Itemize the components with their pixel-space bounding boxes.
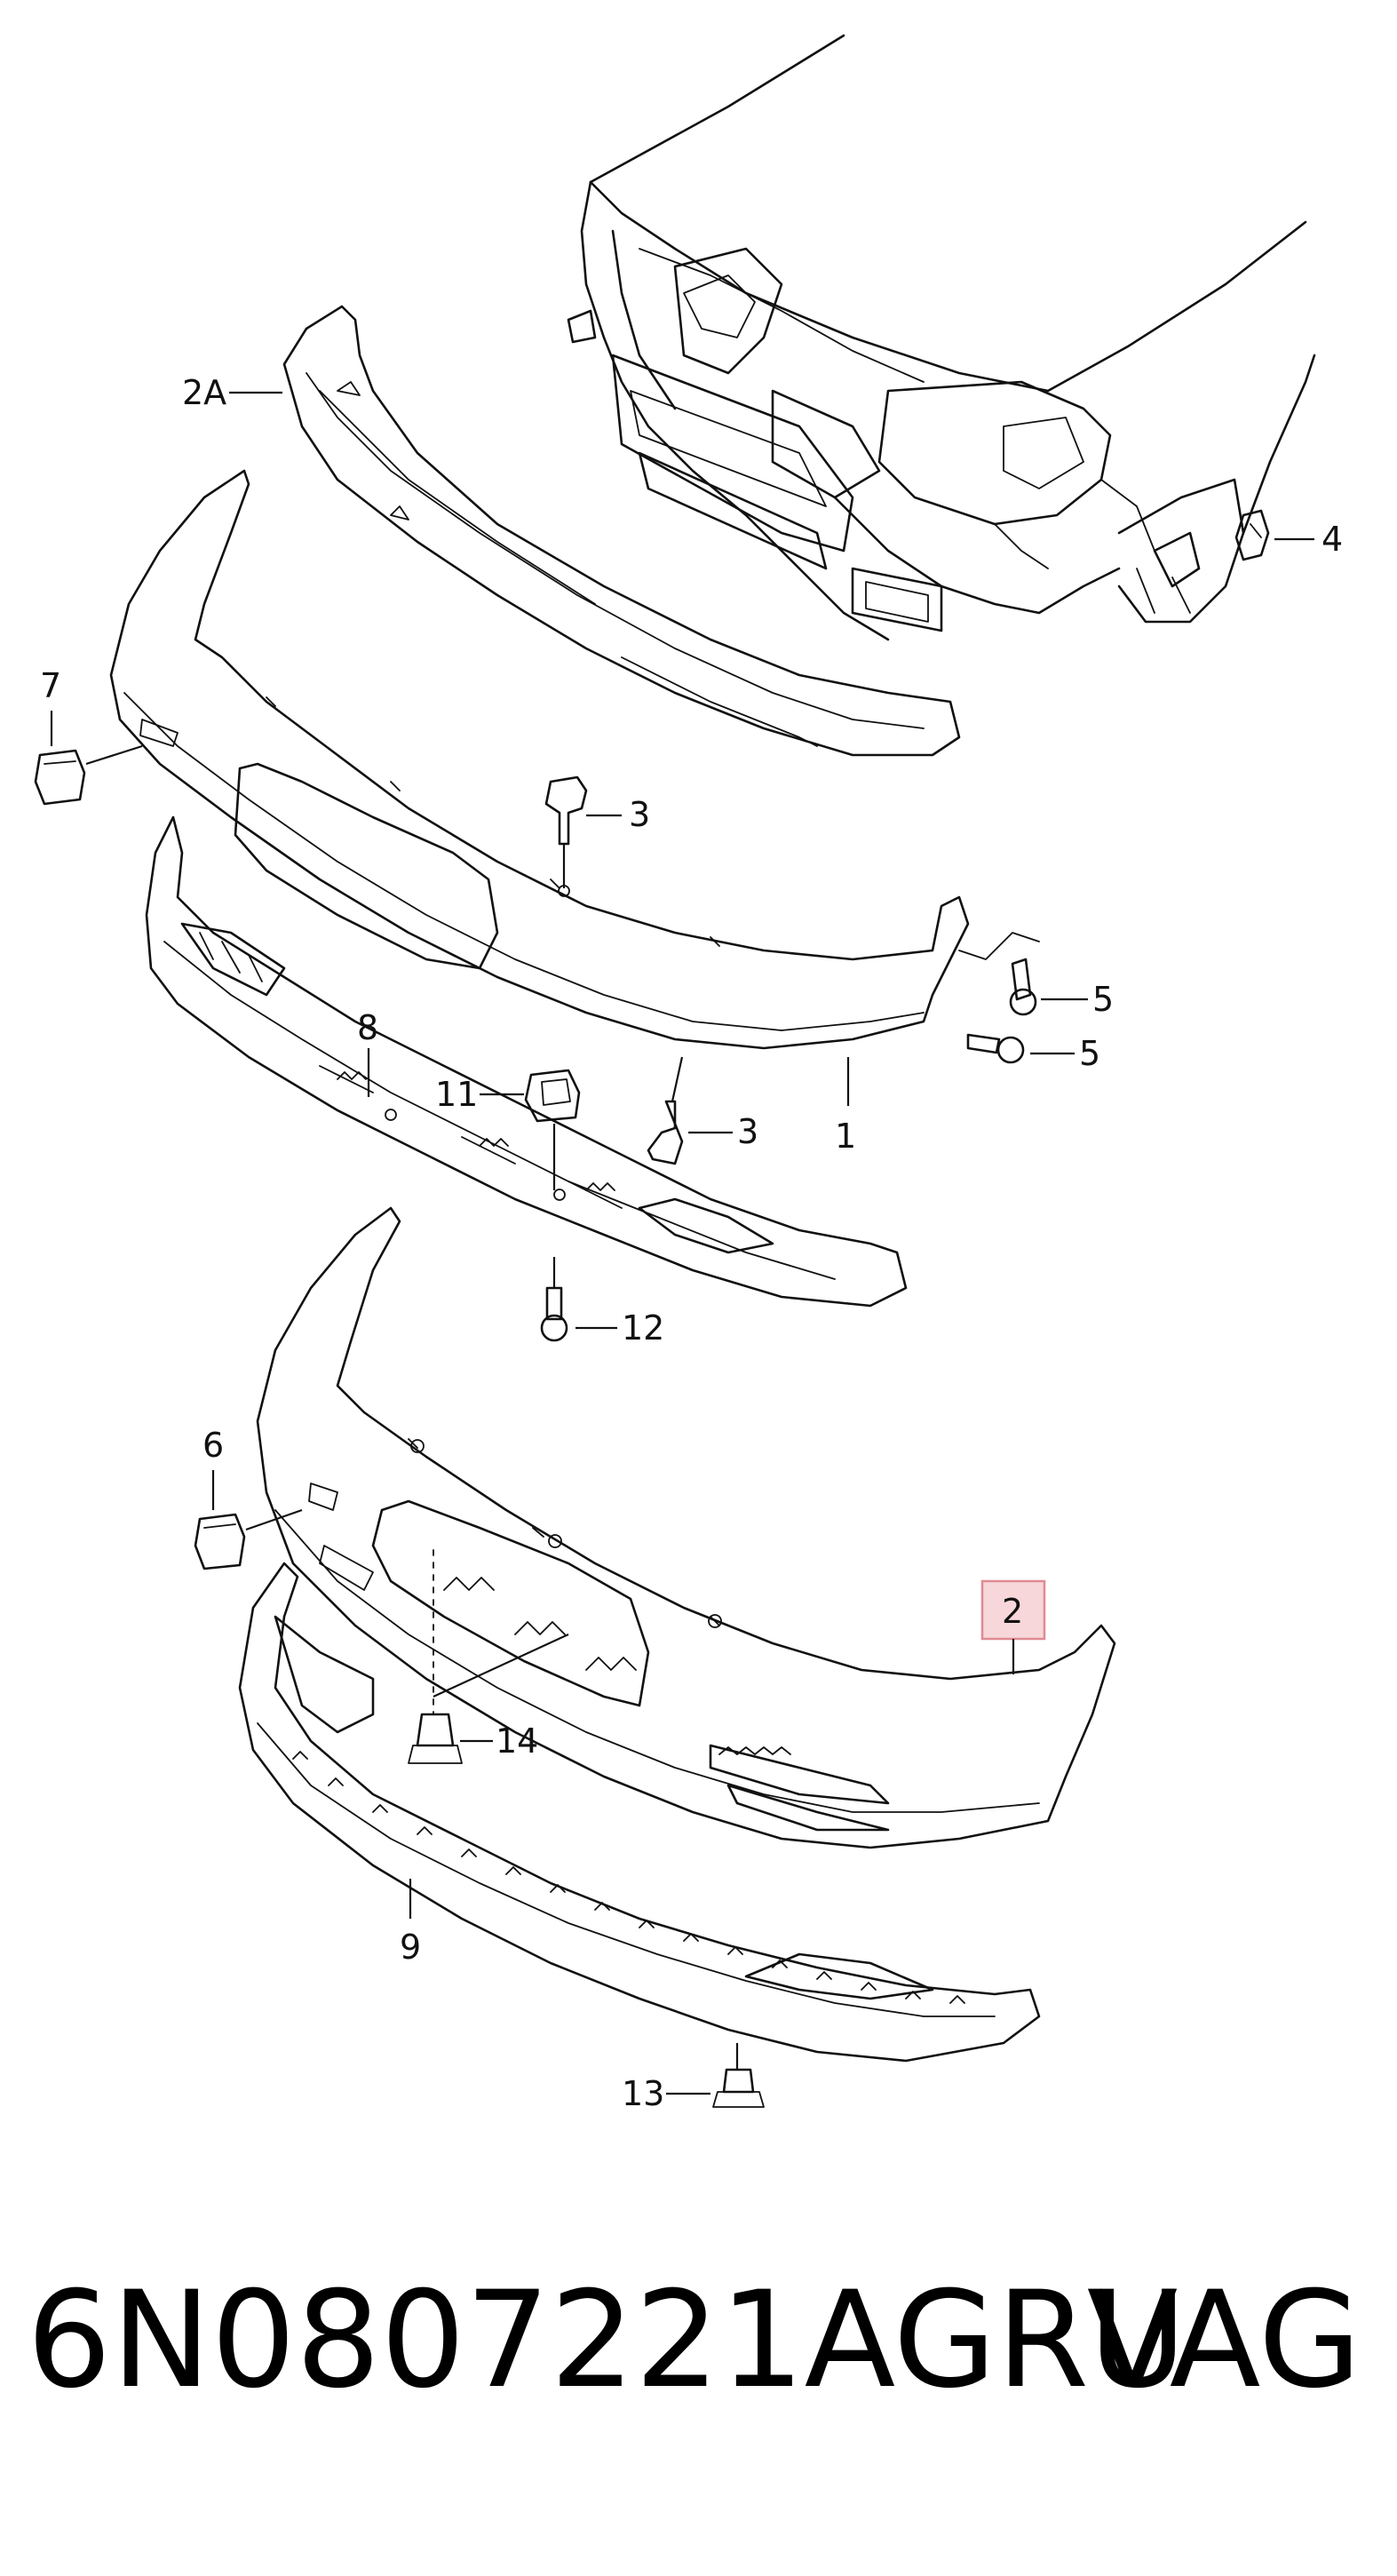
rivet-3-upper <box>544 775 588 897</box>
exploded-parts-diagram: 4 2A 1 7 3 5 <box>34 34 1343 2113</box>
bumper-cover-1 <box>109 469 1040 1050</box>
bumper-strip-2A <box>282 305 961 757</box>
screw-5-upper <box>1009 958 1037 1016</box>
callout-3a: 3 <box>629 795 650 834</box>
callout-12: 12 <box>622 1308 664 1348</box>
callout-11: 11 <box>435 1075 478 1114</box>
callout-5b: 5 <box>1079 1034 1100 1073</box>
callout-1: 1 <box>835 1117 856 1156</box>
plug-6 <box>194 1513 246 1570</box>
clip-13 <box>712 2043 765 2108</box>
clip-4 <box>1234 509 1270 561</box>
callout-2A: 2A <box>182 373 226 412</box>
lower-spoiler-9 <box>238 1562 1041 2063</box>
callout-13: 13 <box>622 2074 664 2113</box>
highlight-box-2 <box>980 1579 1046 1641</box>
callout-5a: 5 <box>1092 980 1114 1019</box>
plug-7 <box>34 749 86 806</box>
clip-nut-11 <box>524 1069 581 1123</box>
callout-6: 6 <box>202 1426 224 1465</box>
rivet-3-lower <box>647 1056 684 1165</box>
bumper-cover-2 <box>256 1206 1116 1849</box>
callout-3b: 3 <box>737 1112 758 1151</box>
screw-5-lower <box>966 1033 1025 1064</box>
brand-name: VAG <box>1086 2263 1361 2418</box>
footer: 6N0807221AGRU VAG <box>0 2238 1397 2540</box>
callout-7: 7 <box>40 666 61 705</box>
callout-8: 8 <box>357 1008 378 1047</box>
screw-12 <box>540 1257 568 1342</box>
callout-4: 4 <box>1322 520 1343 559</box>
clip-14 <box>408 1549 569 1764</box>
part-number: 6N0807221AGRU <box>27 2263 1187 2418</box>
callout-2: 2 <box>1002 1592 1023 1631</box>
callout-9: 9 <box>400 1928 421 1967</box>
air-guide-8 <box>145 815 908 1308</box>
car-front-body <box>567 34 1316 641</box>
callout-14: 14 <box>496 1721 538 1761</box>
